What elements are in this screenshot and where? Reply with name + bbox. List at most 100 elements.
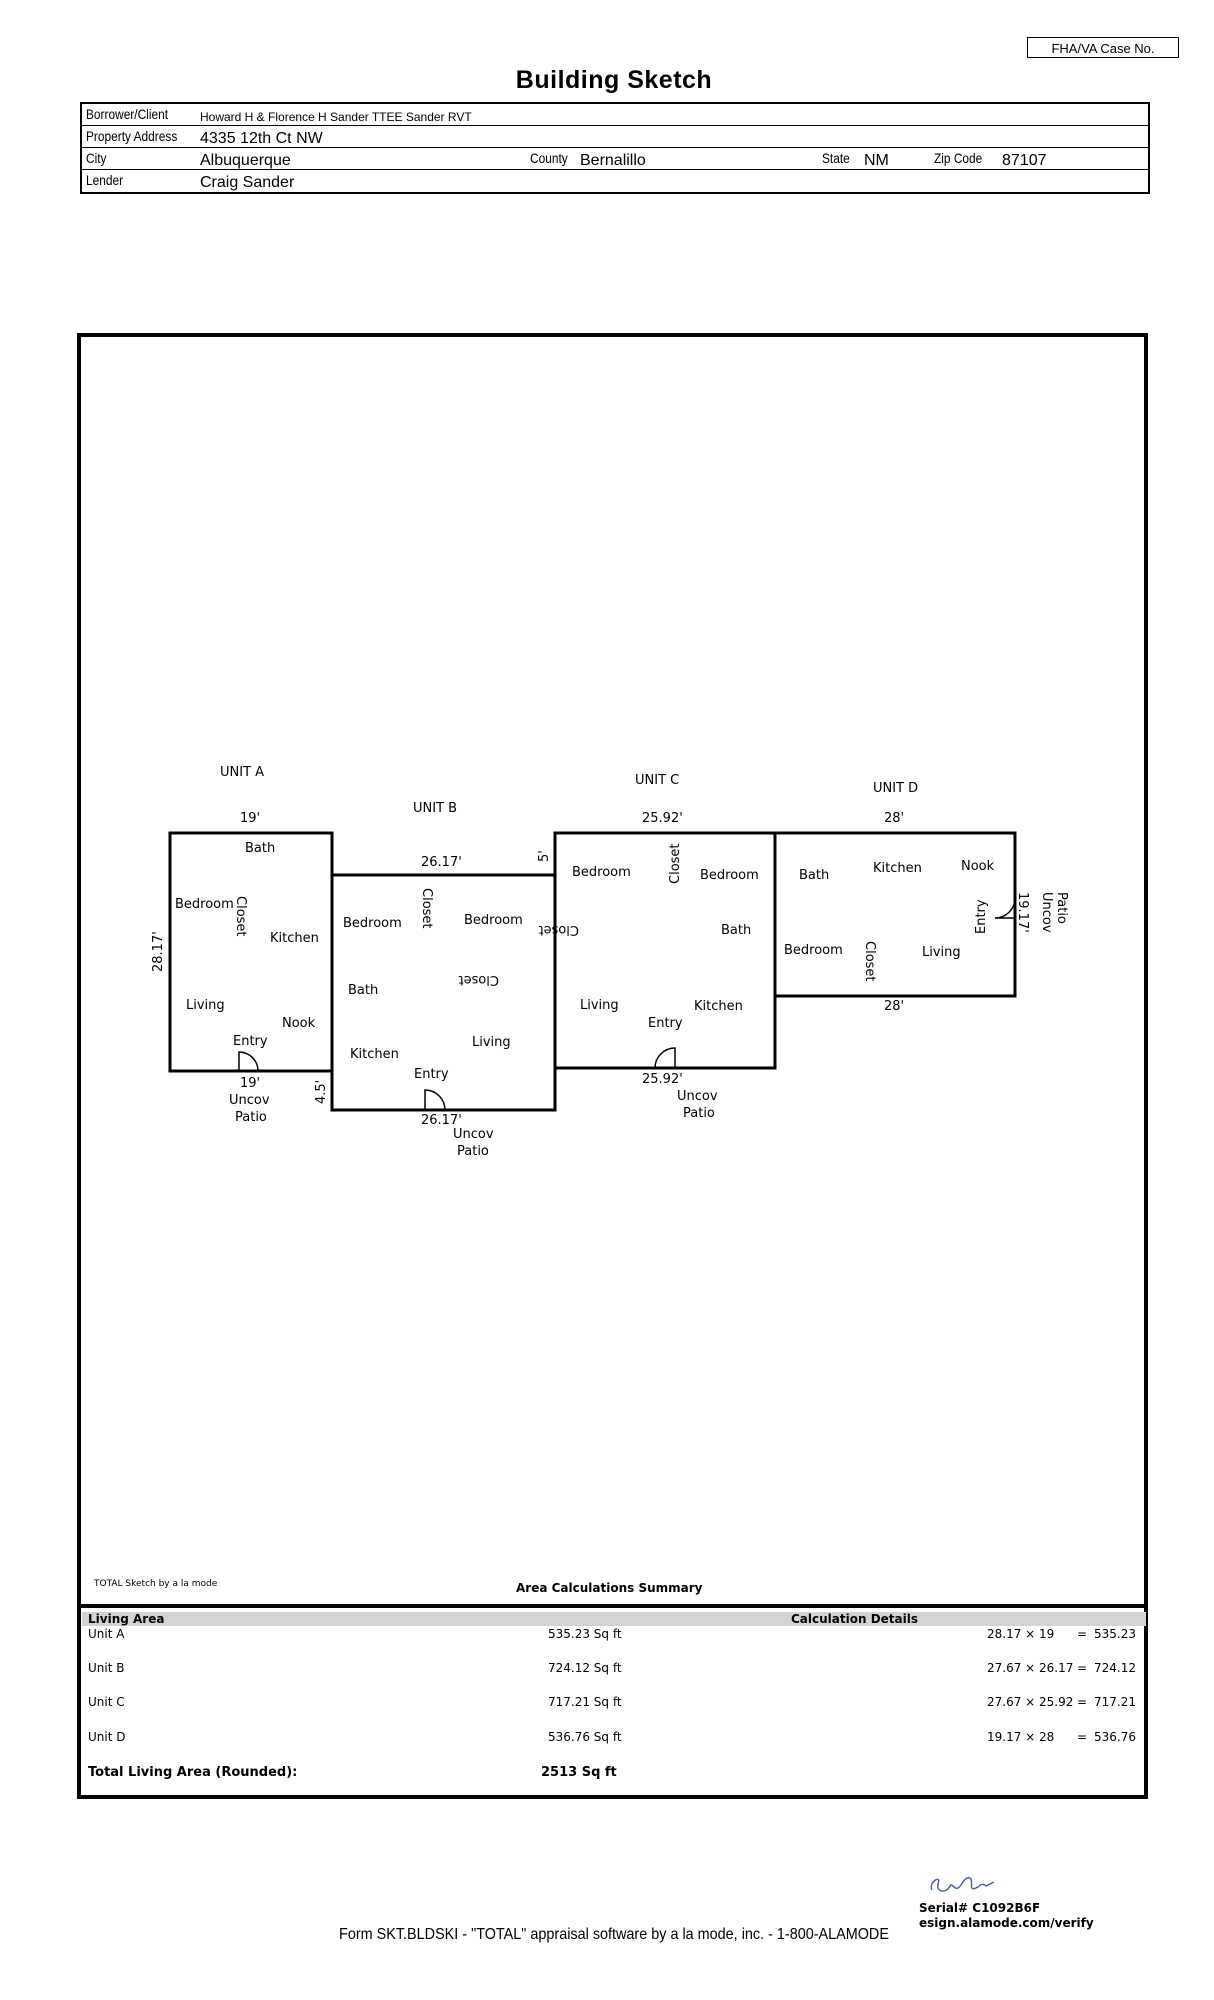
row-calc: 19.17 × 28 xyxy=(987,1730,1055,1744)
row-calc: 28.17 × 19 xyxy=(987,1627,1055,1641)
row-unit-name: Unit B xyxy=(88,1661,125,1675)
unit-a-patio: Uncov xyxy=(229,1093,270,1108)
unit-b-room: Closet xyxy=(419,888,434,929)
unit-d-room: Bath xyxy=(799,868,829,883)
unit-d-patio: Patio xyxy=(1054,892,1069,924)
row-calc: 27.67 × 26.17 xyxy=(987,1661,1074,1675)
door-unit-b xyxy=(424,1089,446,1111)
unit-a-room: Closet xyxy=(233,896,248,937)
unit-b-room: Entry xyxy=(414,1067,449,1082)
unit-a-room: Entry xyxy=(233,1034,268,1049)
unit-d-outline xyxy=(773,831,1017,998)
row-area: 717.21 Sq ft xyxy=(548,1695,622,1709)
zip-label: Zip Code xyxy=(934,150,983,166)
row-unit-name: Unit D xyxy=(88,1730,126,1744)
unit-b-name: UNIT B xyxy=(413,801,457,816)
unit-d-room: Closet xyxy=(862,941,877,982)
unit-a-top: 19' xyxy=(240,811,260,826)
address-label: Property Address xyxy=(86,128,178,144)
unit-d-room: Kitchen xyxy=(873,861,922,876)
unit-b-top: 26.17' xyxy=(421,855,462,870)
unit-b-patio: Uncov xyxy=(453,1127,494,1142)
unit-d-room: Living xyxy=(922,945,961,960)
unit-c-room: Bedroom xyxy=(700,868,759,883)
unit-d-room: Nook xyxy=(961,859,995,874)
verify-url: esign.alamode.com/verify xyxy=(919,1916,1094,1930)
unit-a-room: Bath xyxy=(245,841,275,856)
unit-c-name: UNIT C xyxy=(635,773,679,788)
county-value: Bernalillo xyxy=(580,152,646,169)
floor-plan: UNIT A 19' 28.17' Bath Bedroom Closet Ki… xyxy=(151,765,1069,1159)
unit-d-bottom: 28' xyxy=(884,999,904,1014)
door-unit-d xyxy=(994,897,1016,919)
state-value: NM xyxy=(864,152,889,169)
lender-label: Lender xyxy=(86,172,124,188)
signature-icon xyxy=(930,1877,995,1892)
row-unit-name: Unit C xyxy=(88,1695,125,1709)
serial-number: Serial# C1092B6F xyxy=(919,1901,1041,1915)
row-eq: = xyxy=(1077,1661,1088,1675)
unit-b-patio: Patio xyxy=(457,1144,489,1159)
unit-b-room: Living xyxy=(472,1035,511,1050)
unit-c-room: Bath xyxy=(721,923,751,938)
city-value: Albuquerque xyxy=(200,152,291,169)
unit-a-room: Kitchen xyxy=(270,931,319,946)
calc-details-header: Calculation Details xyxy=(791,1612,919,1626)
unit-c-patio: Uncov xyxy=(677,1089,718,1104)
unit-d-top: 28' xyxy=(884,811,904,826)
unit-a-patio: Patio xyxy=(235,1110,267,1125)
unit-d-right: 19.17' xyxy=(1015,892,1030,933)
row-calc: 27.67 × 25.92 xyxy=(987,1695,1074,1709)
row-eq: = xyxy=(1077,1695,1088,1709)
case-number-box: FHA/VA Case No. xyxy=(1027,37,1179,58)
unit-a-left: 28.17' xyxy=(151,931,166,972)
unit-c-room: Entry xyxy=(648,1016,683,1031)
sketch-frame xyxy=(77,333,1148,1799)
unit-b-step-top: 5' xyxy=(537,850,552,862)
row-eq: = xyxy=(1077,1730,1088,1744)
door-unit-c xyxy=(654,1047,676,1069)
county-label: County xyxy=(530,150,568,166)
unit-a-room: Bedroom xyxy=(175,897,234,912)
row-area: 535.23 Sq ft xyxy=(548,1627,622,1641)
row-result: 724.12 xyxy=(1094,1661,1136,1675)
unit-b-step-bottom: 4.5' xyxy=(314,1080,329,1104)
total-value: 2513 Sq ft xyxy=(541,1765,617,1780)
unit-c-room: Kitchen xyxy=(694,999,743,1014)
unit-c-room: Closet xyxy=(538,922,579,937)
state-label: State xyxy=(822,150,850,166)
unit-c-bottom: 25.92' xyxy=(642,1072,683,1087)
borrower-label: Borrower/Client xyxy=(86,106,169,122)
zip-value: 87107 xyxy=(1002,152,1047,169)
row-eq: = xyxy=(1077,1627,1088,1641)
sketch-credit: TOTAL Sketch by a la mode xyxy=(94,1579,218,1589)
unit-b-room: Bedroom xyxy=(343,916,402,931)
row-result: 536.76 xyxy=(1094,1730,1136,1744)
summary-title: Area Calculations Summary xyxy=(516,1581,703,1595)
property-info-table: Borrower/Client Howard H & Florence H Sa… xyxy=(80,102,1150,194)
unit-d-patio: Uncov xyxy=(1039,892,1054,933)
unit-b-room: Kitchen xyxy=(350,1047,399,1062)
row-result: 535.23 xyxy=(1094,1627,1136,1641)
unit-a-bottom: 19' xyxy=(240,1076,260,1091)
row-result: 717.21 xyxy=(1094,1695,1136,1709)
unit-c-room: Living xyxy=(580,998,619,1013)
unit-c-room: Bedroom xyxy=(572,865,631,880)
address-value: 4335 12th Ct NW xyxy=(200,130,323,147)
borrower-value: Howard H & Florence H Sander TTEE Sander… xyxy=(200,110,472,124)
unit-d-room: Entry xyxy=(974,899,989,934)
summary-header-bar xyxy=(82,1612,1146,1626)
unit-b-room: Closet xyxy=(458,972,499,987)
unit-a-room: Nook xyxy=(282,1016,316,1031)
door-unit-a xyxy=(238,1051,259,1072)
living-area-header: Living Area xyxy=(88,1612,165,1626)
total-label: Total Living Area (Rounded): xyxy=(88,1765,298,1780)
unit-a-room: Living xyxy=(186,998,225,1013)
page-title: Building Sketch xyxy=(515,66,713,94)
city-label: City xyxy=(86,150,107,166)
unit-d-name: UNIT D xyxy=(873,781,918,796)
unit-c-top: 25.92' xyxy=(642,811,683,826)
unit-c-patio: Patio xyxy=(683,1106,715,1121)
footer-text: Form SKT.BLDSKI - "TOTAL" appraisal soft… xyxy=(339,1926,889,1943)
lender-value: Craig Sander xyxy=(200,174,295,191)
